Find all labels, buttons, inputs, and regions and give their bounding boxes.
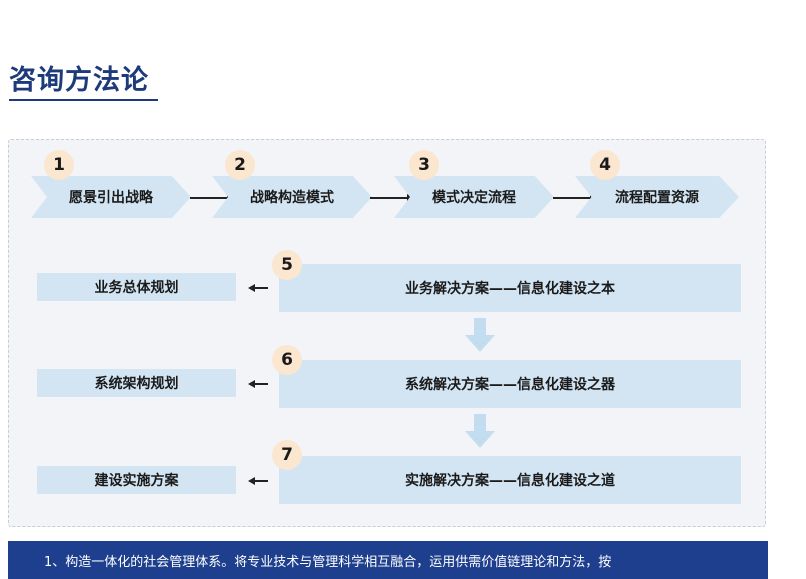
system-solution-box: 系统解决方案——信息化建设之器 [279,360,741,408]
page-title: 咨询方法论 [9,65,149,96]
step-1-chevron: 愿景引出战略 [31,176,191,218]
implementation-solution-box: 实施解决方案——信息化建设之道 [279,456,741,504]
system-planning-box: 系统架构规划 [37,369,236,397]
step-3-number: 3 [409,150,439,180]
step-2-label: 战略构造模式 [250,190,334,206]
step-5-number: 5 [272,250,302,280]
step-7-number: 7 [272,440,302,470]
implementation-planning-box: 建设实施方案 [37,466,236,494]
step-1-label: 愿景引出战略 [69,190,153,206]
step-2-chevron: 战略构造模式 [212,176,372,218]
step-3-chevron: 模式决定流程 [394,176,554,218]
title-underline [9,99,158,101]
business-solution-box: 业务解决方案——信息化建设之本 [279,264,741,312]
left-arrow-6 [248,379,268,389]
footer-text: 1、构造一体化的社会管理体系。将专业技术与管理科学相互融合，运用供需价值链理论和… [8,541,768,579]
step-6-number: 6 [272,345,302,375]
step-4-label: 流程配置资源 [615,190,699,206]
step-3-label: 模式决定流程 [432,190,516,206]
business-planning-box: 业务总体规划 [37,273,236,301]
step-1-number: 1 [44,150,74,180]
step-4-number: 4 [590,150,620,180]
left-arrow-7 [248,476,268,486]
left-arrow-5 [248,283,268,293]
step-2-number: 2 [225,150,255,180]
step-4-chevron: 流程配置资源 [575,176,739,218]
